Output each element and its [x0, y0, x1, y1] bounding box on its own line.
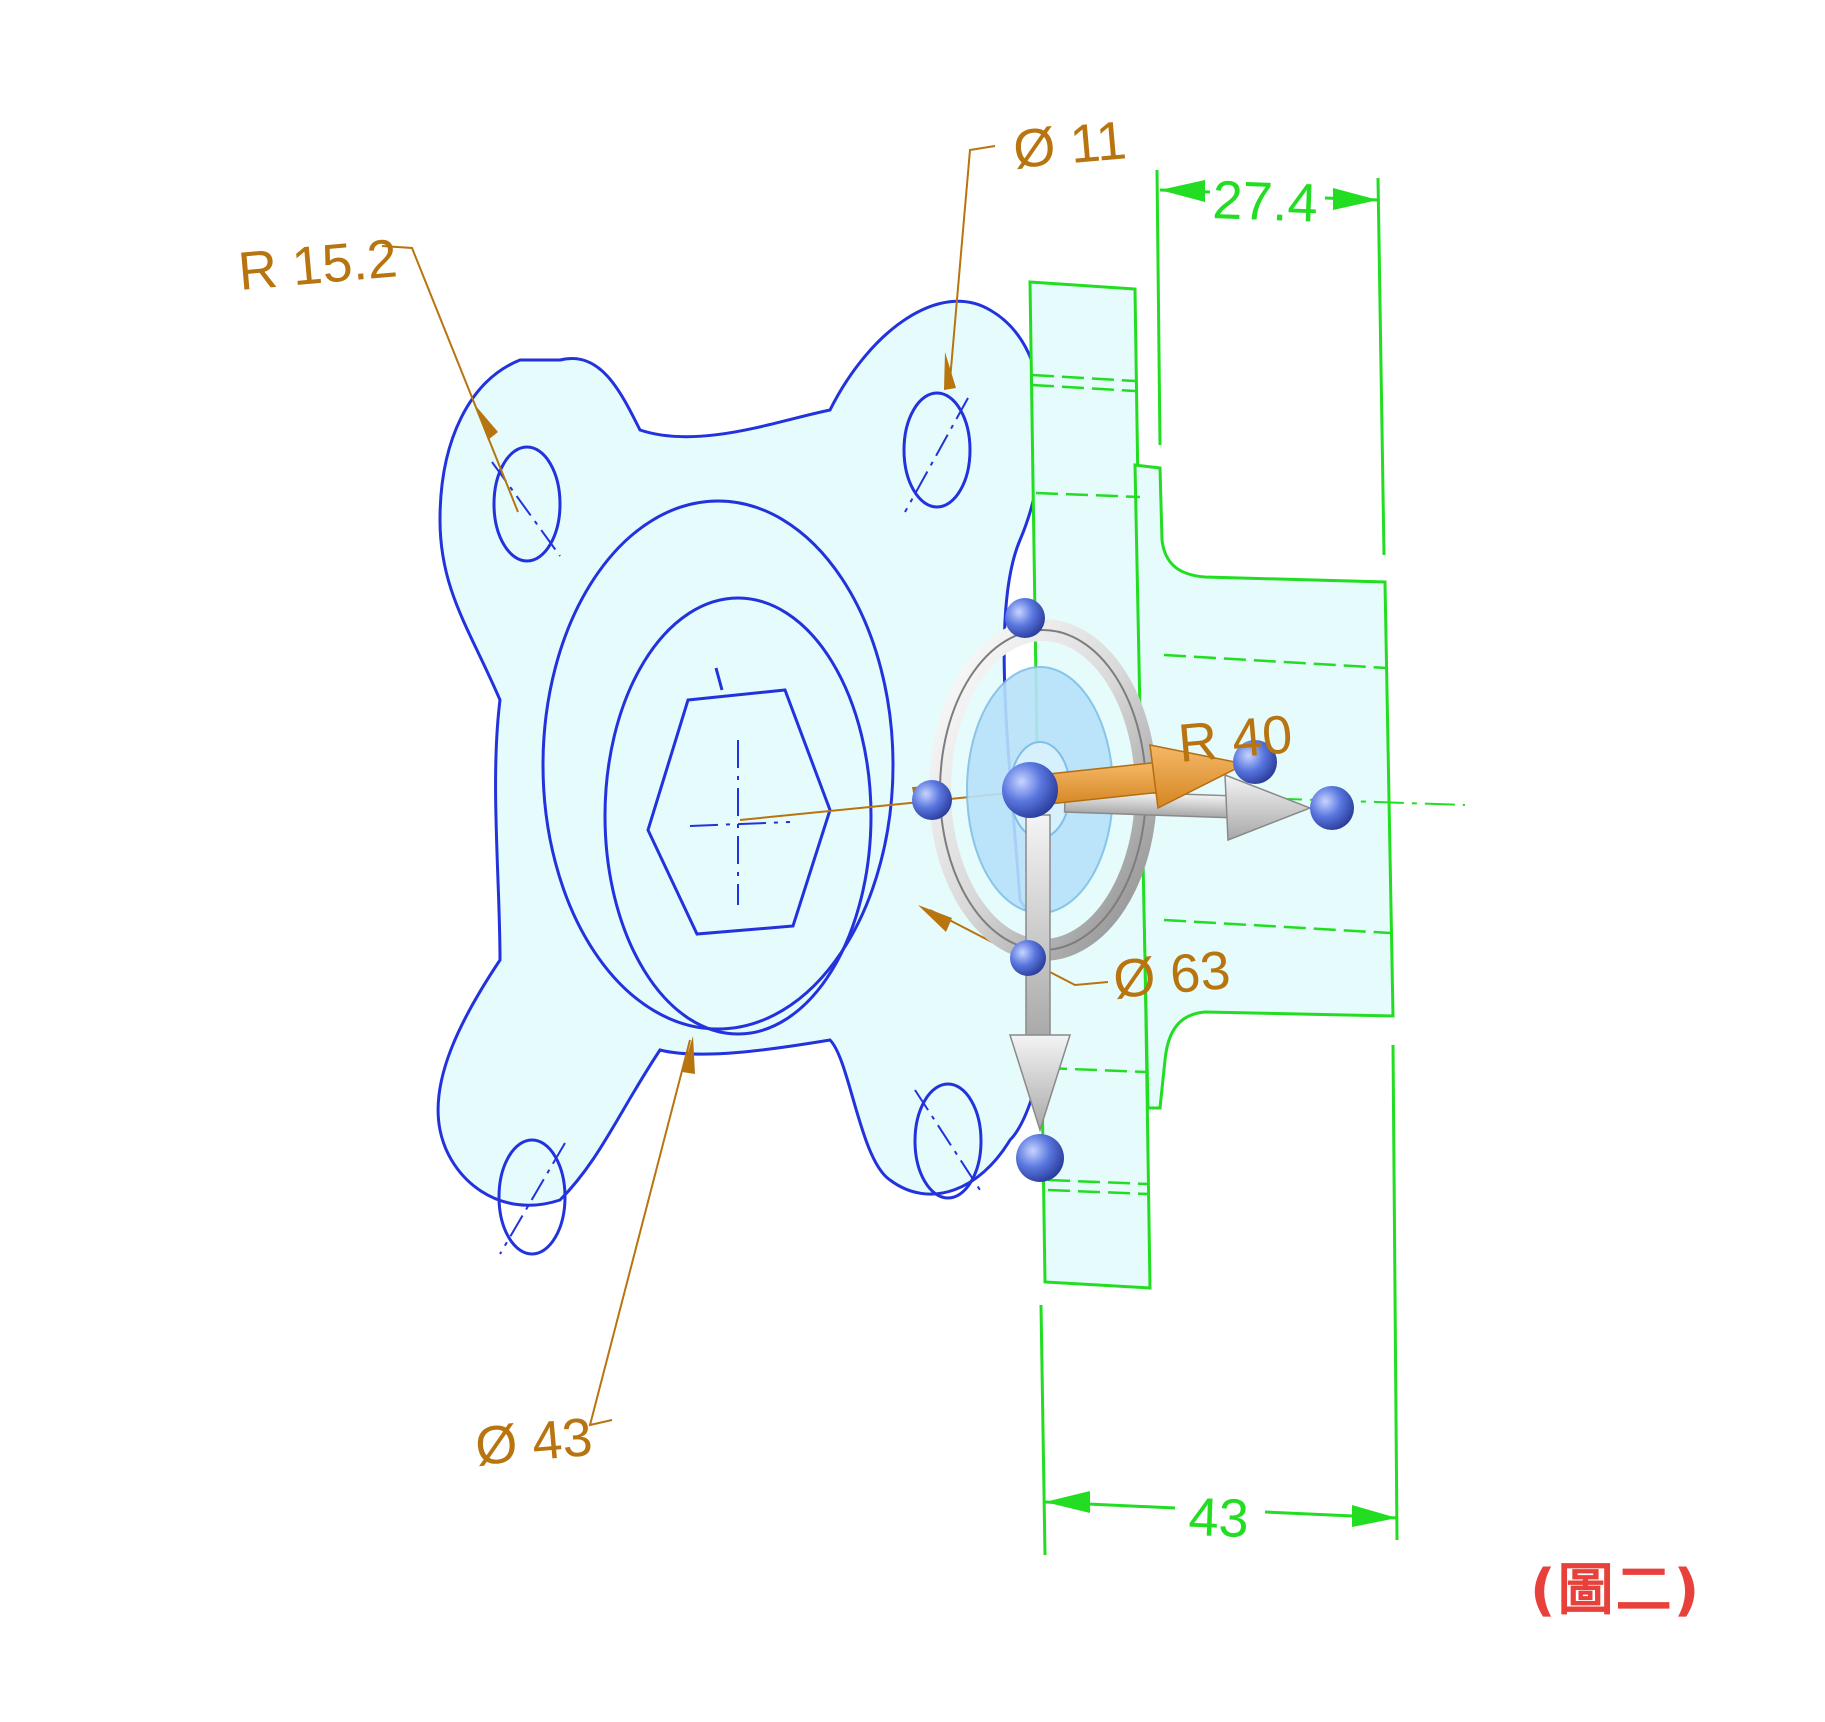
leader-d63 [929, 909, 1109, 987]
hex-socket [646, 688, 832, 936]
front-view [436, 299, 1049, 1256]
dimension-labels: R 15.2 Ø 11 Ø 43 Ø 63 R 40 27.4 43 [236, 110, 1319, 1549]
gizmo-handle-y-end[interactable] [1016, 1134, 1064, 1182]
dim-line-43-side [1044, 1491, 1398, 1527]
gizmo-handle-center[interactable] [1002, 762, 1058, 818]
gizmo-handle-x-end[interactable] [1310, 786, 1354, 830]
gizmo-primary-arrow[interactable] [1029, 744, 1248, 810]
bolt-hole-top-right [902, 391, 972, 509]
flange-outline [436, 299, 1049, 1207]
outer-hub-circle [541, 499, 895, 1031]
leader-d43 [588, 1039, 691, 1427]
bolt-hole-bottom-left [497, 1138, 567, 1256]
dim-line-27-4 [1159, 180, 1379, 210]
gizmo-y-axis-arrow[interactable] [1008, 814, 1072, 1133]
hex-top-tick [714, 667, 724, 691]
bolt-hole-top-left [492, 445, 562, 563]
side-centerline [1169, 794, 1466, 806]
dim-label-d11: Ø 11 [1011, 110, 1129, 180]
side-extension-lines [1039, 169, 1399, 1556]
hex-centerlines [689, 740, 791, 905]
gizmo-handles[interactable] [912, 598, 1354, 1182]
gizmo-handle-top[interactable] [1005, 598, 1045, 638]
side-boss-body [1133, 463, 1395, 1110]
move-rotate-gizmo[interactable] [912, 598, 1354, 1182]
dim-label-43-side: 43 [1188, 1487, 1250, 1549]
bolt-hole-bottom-right [913, 1082, 983, 1200]
dim-label-27-4: 27.4 [1212, 170, 1319, 234]
dim-label-d63: Ø 63 [1111, 940, 1233, 1010]
inner-hub-circle [603, 596, 873, 1036]
figure-caption: (圖二) [1530, 1558, 1702, 1623]
gizmo-handle-left[interactable] [912, 780, 952, 820]
dim-label-d43-front: Ø 43 [473, 1407, 595, 1477]
gizmo-handle-bottom[interactable] [1010, 940, 1046, 976]
dim-label-r40: R 40 [1176, 704, 1295, 774]
leader-d11 [949, 145, 996, 381]
dim-label-r15-2: R 15.2 [236, 228, 400, 302]
side-hidden-lines [1031, 373, 1391, 1196]
gizmo-handle-orange-end[interactable] [1233, 740, 1277, 784]
